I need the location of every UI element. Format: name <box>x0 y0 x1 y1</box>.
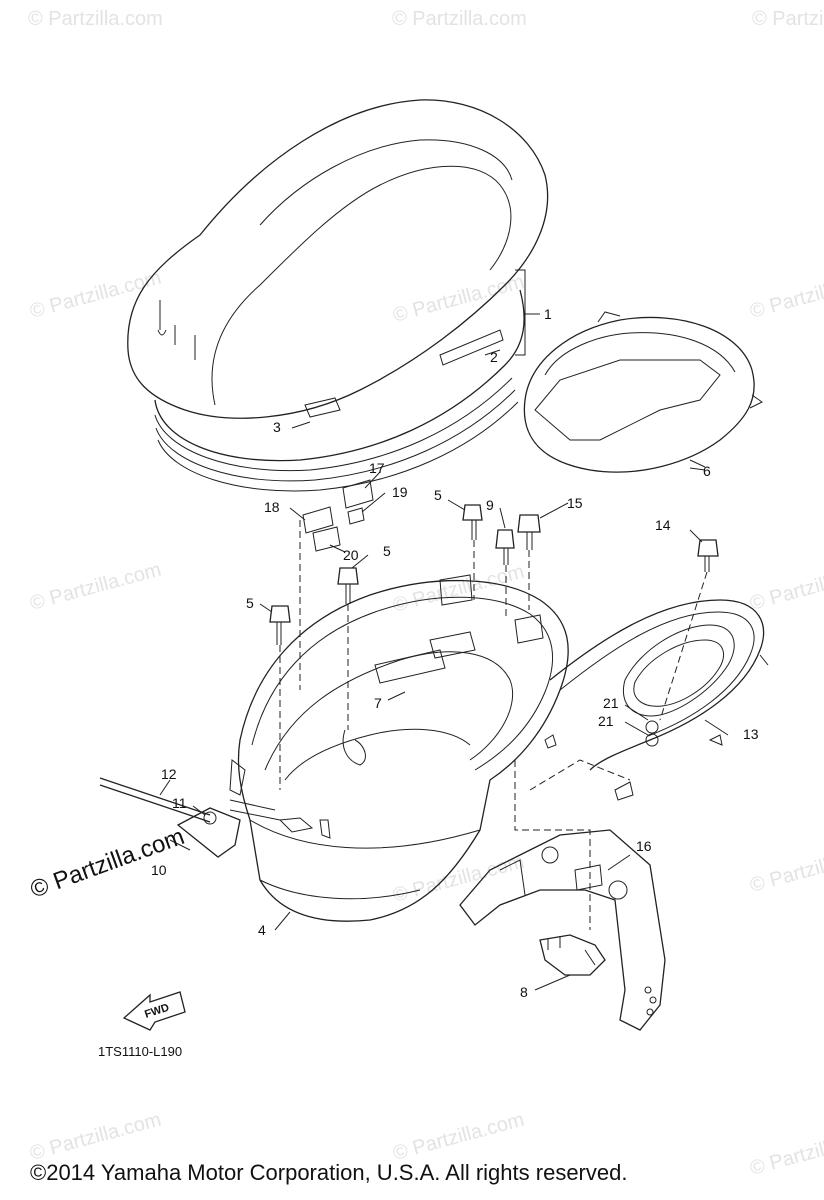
watermark: © Partzilla.com <box>748 841 824 897</box>
part-label: 6 <box>703 463 711 479</box>
part-label: 1 <box>544 306 552 322</box>
part-label: 3 <box>273 419 281 435</box>
part-label: 10 <box>151 862 167 878</box>
seat-callout-bracket <box>484 269 540 356</box>
part-label: 21 <box>603 695 619 711</box>
watermark: © Partzilla.com <box>391 271 527 327</box>
watermark: © Partzilla.com <box>748 267 824 323</box>
bolt <box>517 514 541 550</box>
rear-carrier <box>544 599 769 801</box>
stickers <box>302 479 374 552</box>
part-label: 7 <box>374 695 382 711</box>
frame-bracket <box>459 829 666 1031</box>
watermark: © Partzilla.com <box>748 559 824 615</box>
seat <box>127 99 549 492</box>
bolt <box>697 539 719 572</box>
watermark: © Partzilla.com <box>391 1109 527 1165</box>
leader-lines <box>159 421 729 991</box>
part-label: 11 <box>172 795 187 811</box>
part-label: 18 <box>264 499 280 515</box>
assembly-lines <box>279 520 708 930</box>
watermark: © Partzilla.com <box>28 267 164 323</box>
part-label: 16 <box>636 838 652 854</box>
part-label: 19 <box>392 484 408 500</box>
part-label: 9 <box>486 497 494 513</box>
copyright-notice: ©2014 Yamaha Motor Corporation, U.S.A. A… <box>30 1160 628 1185</box>
bolt <box>462 504 483 540</box>
diagram-code: 1TS1110-L190 <box>98 1044 182 1059</box>
watermark: © Partzilla.com <box>28 8 163 30</box>
fwd-arrow: FWD <box>122 991 186 1031</box>
seat-switch <box>539 934 606 976</box>
part-label: 5 <box>383 543 391 559</box>
rear-bracket <box>99 777 241 858</box>
part-labels: 1 2 3 4 5 5 5 5 6 7 8 9 10 11 12 13 14 1… <box>151 306 759 1000</box>
part-label: 5 <box>246 595 254 611</box>
part-label: 4 <box>258 922 266 938</box>
watermark: © Partzilla.com <box>392 8 527 30</box>
part-label: 13 <box>743 726 759 742</box>
part-label: 12 <box>161 766 177 782</box>
part-label: 8 <box>520 984 528 1000</box>
part-label: 20 <box>343 547 359 563</box>
part-label: 14 <box>655 517 671 533</box>
watermark: © Partzilla.com <box>28 1109 164 1165</box>
part-label: 17 <box>369 460 385 476</box>
bolt <box>269 605 291 645</box>
watermark: © Partzilla.com <box>752 8 824 30</box>
seat-liner <box>523 311 763 473</box>
bolt <box>495 529 515 565</box>
part-label: 21 <box>598 713 614 729</box>
bolts <box>269 504 719 645</box>
storage-box <box>229 574 569 922</box>
part-label: 2 <box>490 349 498 365</box>
watermark: © Partzilla.com <box>391 851 527 907</box>
watermark: © Partzilla.com <box>28 559 164 615</box>
watermark-group: © Partzilla.com © Partzilla.com © Partzi… <box>28 8 824 1180</box>
bolt <box>337 567 359 604</box>
part-label: 5 <box>434 487 442 503</box>
part-label: 15 <box>567 495 583 511</box>
